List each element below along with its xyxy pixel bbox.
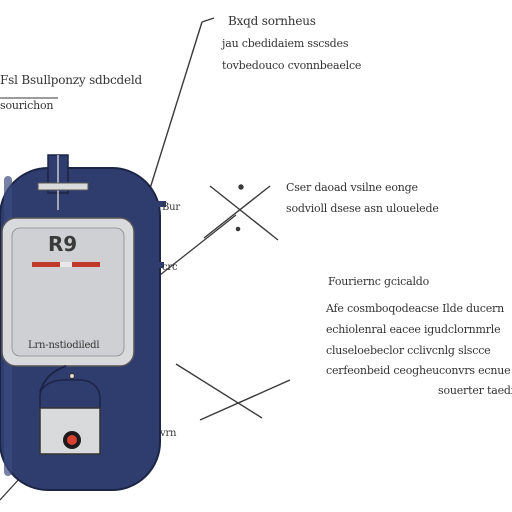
leader-line-top bbox=[147, 21, 203, 196]
power-button-icon[interactable] bbox=[63, 431, 81, 449]
top-right-label-2: jau cbedidaiem sscsdes bbox=[222, 37, 349, 50]
upper-left-label-1: Fsl Bsullponzy sdbcdeld bbox=[0, 73, 143, 87]
display-panel bbox=[1, 217, 135, 367]
lower-right-label-2: echiolenral eacee igudclornmrle bbox=[326, 323, 501, 336]
cross-marker-icon bbox=[203, 184, 279, 241]
lower-right-heading: Fouriernc gcicaldo bbox=[328, 275, 430, 288]
lower-right-label-1: Afe cosmboqodeacse Ilde ducern bbox=[326, 302, 504, 315]
middle-right-label-1: Cser daoad vsilne eonge bbox=[286, 181, 418, 194]
cross-marker-icon bbox=[175, 363, 291, 421]
right-of-device-label-2: crc bbox=[162, 262, 178, 273]
device-display-caption: Lrn-nstiodiledl bbox=[28, 340, 100, 351]
right-of-device-label-1: Bur bbox=[162, 202, 180, 213]
lower-right-label-3: cluseloebeclor cclivcnlg slscce bbox=[326, 344, 491, 357]
leader-line-middle bbox=[159, 214, 237, 276]
near-bottom-label: vrn bbox=[160, 428, 177, 439]
top-right-label-3: tovbedouco cvonnbeaelce bbox=[222, 59, 362, 72]
leader-line-top-tick bbox=[201, 17, 215, 23]
device-display-value: R9 bbox=[48, 232, 77, 256]
lower-right-label-5: souerter taedi bbox=[438, 384, 512, 397]
leader-line-bottom bbox=[0, 477, 21, 501]
upper-left-label-2: sourichon bbox=[0, 99, 54, 112]
middle-right-label-2: sodvioll dsese asn ulouelede bbox=[286, 202, 439, 215]
top-right-label-1: Bxqd sornheus bbox=[228, 14, 316, 28]
hose bbox=[39, 365, 67, 393]
lower-right-label-4: cerfeonbeid ceogheuconvrs ecnue bbox=[326, 364, 511, 377]
